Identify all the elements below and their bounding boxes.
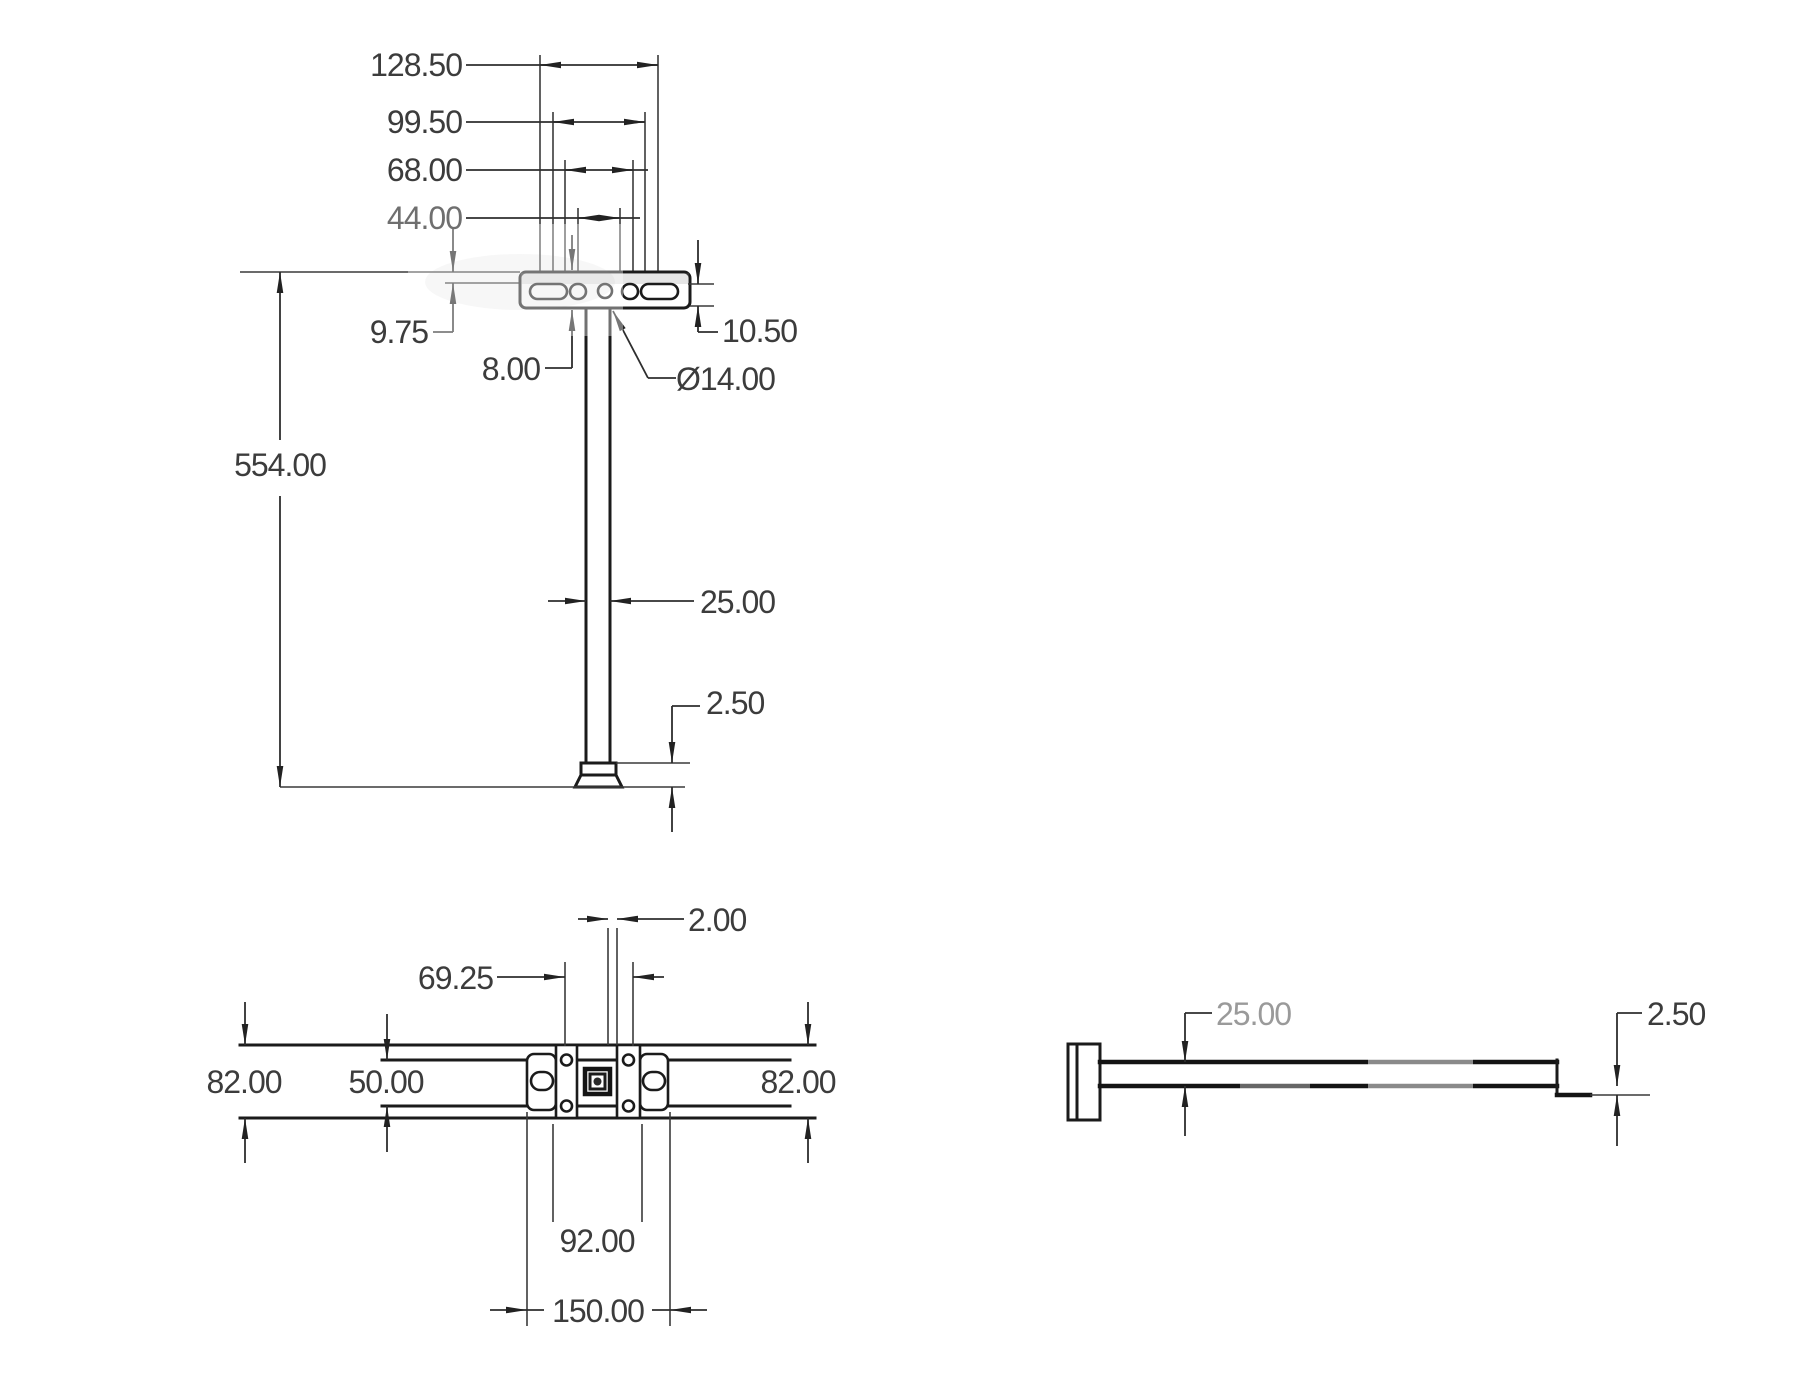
dim-label-82-left: 82.00 bbox=[206, 1064, 281, 1100]
dim-label-8-00: 8.00 bbox=[482, 351, 540, 387]
plate-slot-inner-right bbox=[620, 282, 640, 301]
mounting-plate bbox=[518, 270, 692, 310]
dim-label-25-side: 25.00 bbox=[1216, 996, 1291, 1032]
dim-label-128-50: 128.50 bbox=[370, 47, 462, 83]
plan-view: 2.00 69.25 82.00 50.00 82.00 92.00 150.0… bbox=[206, 902, 836, 1329]
dim-label-99-50: 99.50 bbox=[387, 104, 462, 140]
dim-label-44-00: 44.00 bbox=[387, 200, 462, 236]
foot-block bbox=[579, 761, 618, 777]
gusset-hole bbox=[621, 1053, 636, 1067]
dim-label-2-50-front: 2.50 bbox=[706, 685, 764, 721]
gusset-hole bbox=[621, 1099, 636, 1113]
dim-label-9-75: 9.75 bbox=[370, 314, 428, 350]
plate-center-hole bbox=[596, 282, 614, 300]
dim-label-10-50: 10.50 bbox=[722, 313, 797, 349]
post-section-inner bbox=[588, 1072, 607, 1091]
plate-slot-outer-left bbox=[528, 282, 569, 301]
dim-label-2-00: 2.00 bbox=[688, 902, 746, 938]
dim-label-dia-14: Ø14.00 bbox=[676, 361, 775, 397]
gusset-hole bbox=[559, 1053, 574, 1067]
plan-slot-right bbox=[641, 1070, 667, 1092]
dim-label-50-00: 50.00 bbox=[348, 1064, 423, 1100]
gusset-hole bbox=[559, 1099, 574, 1113]
side-view: 25.00 2.50 bbox=[1066, 996, 1706, 1146]
dim-label-68-00: 68.00 bbox=[387, 152, 462, 188]
plate-slot-outer-right bbox=[639, 282, 680, 301]
dim-label-150-00: 150.00 bbox=[552, 1293, 644, 1329]
dim-label-554: 554.00 bbox=[234, 447, 326, 483]
plan-slot-left bbox=[529, 1070, 555, 1092]
dim-label-25-front: 25.00 bbox=[700, 584, 775, 620]
end-cap bbox=[1066, 1042, 1102, 1122]
post-section-outer bbox=[582, 1066, 613, 1097]
dim-label-92-00: 92.00 bbox=[559, 1223, 634, 1259]
front-view: 128.50 99.50 68.00 44.00 9.75 8.00 Ø14.0… bbox=[234, 47, 798, 832]
foot-base bbox=[572, 773, 625, 789]
plate-slot-inner-left bbox=[568, 282, 588, 301]
dim-label-82-right: 82.00 bbox=[760, 1064, 835, 1100]
dim-label-2-50-side: 2.50 bbox=[1647, 996, 1705, 1032]
dim-label-69-25: 69.25 bbox=[418, 960, 493, 996]
post-section-hole bbox=[593, 1077, 602, 1086]
